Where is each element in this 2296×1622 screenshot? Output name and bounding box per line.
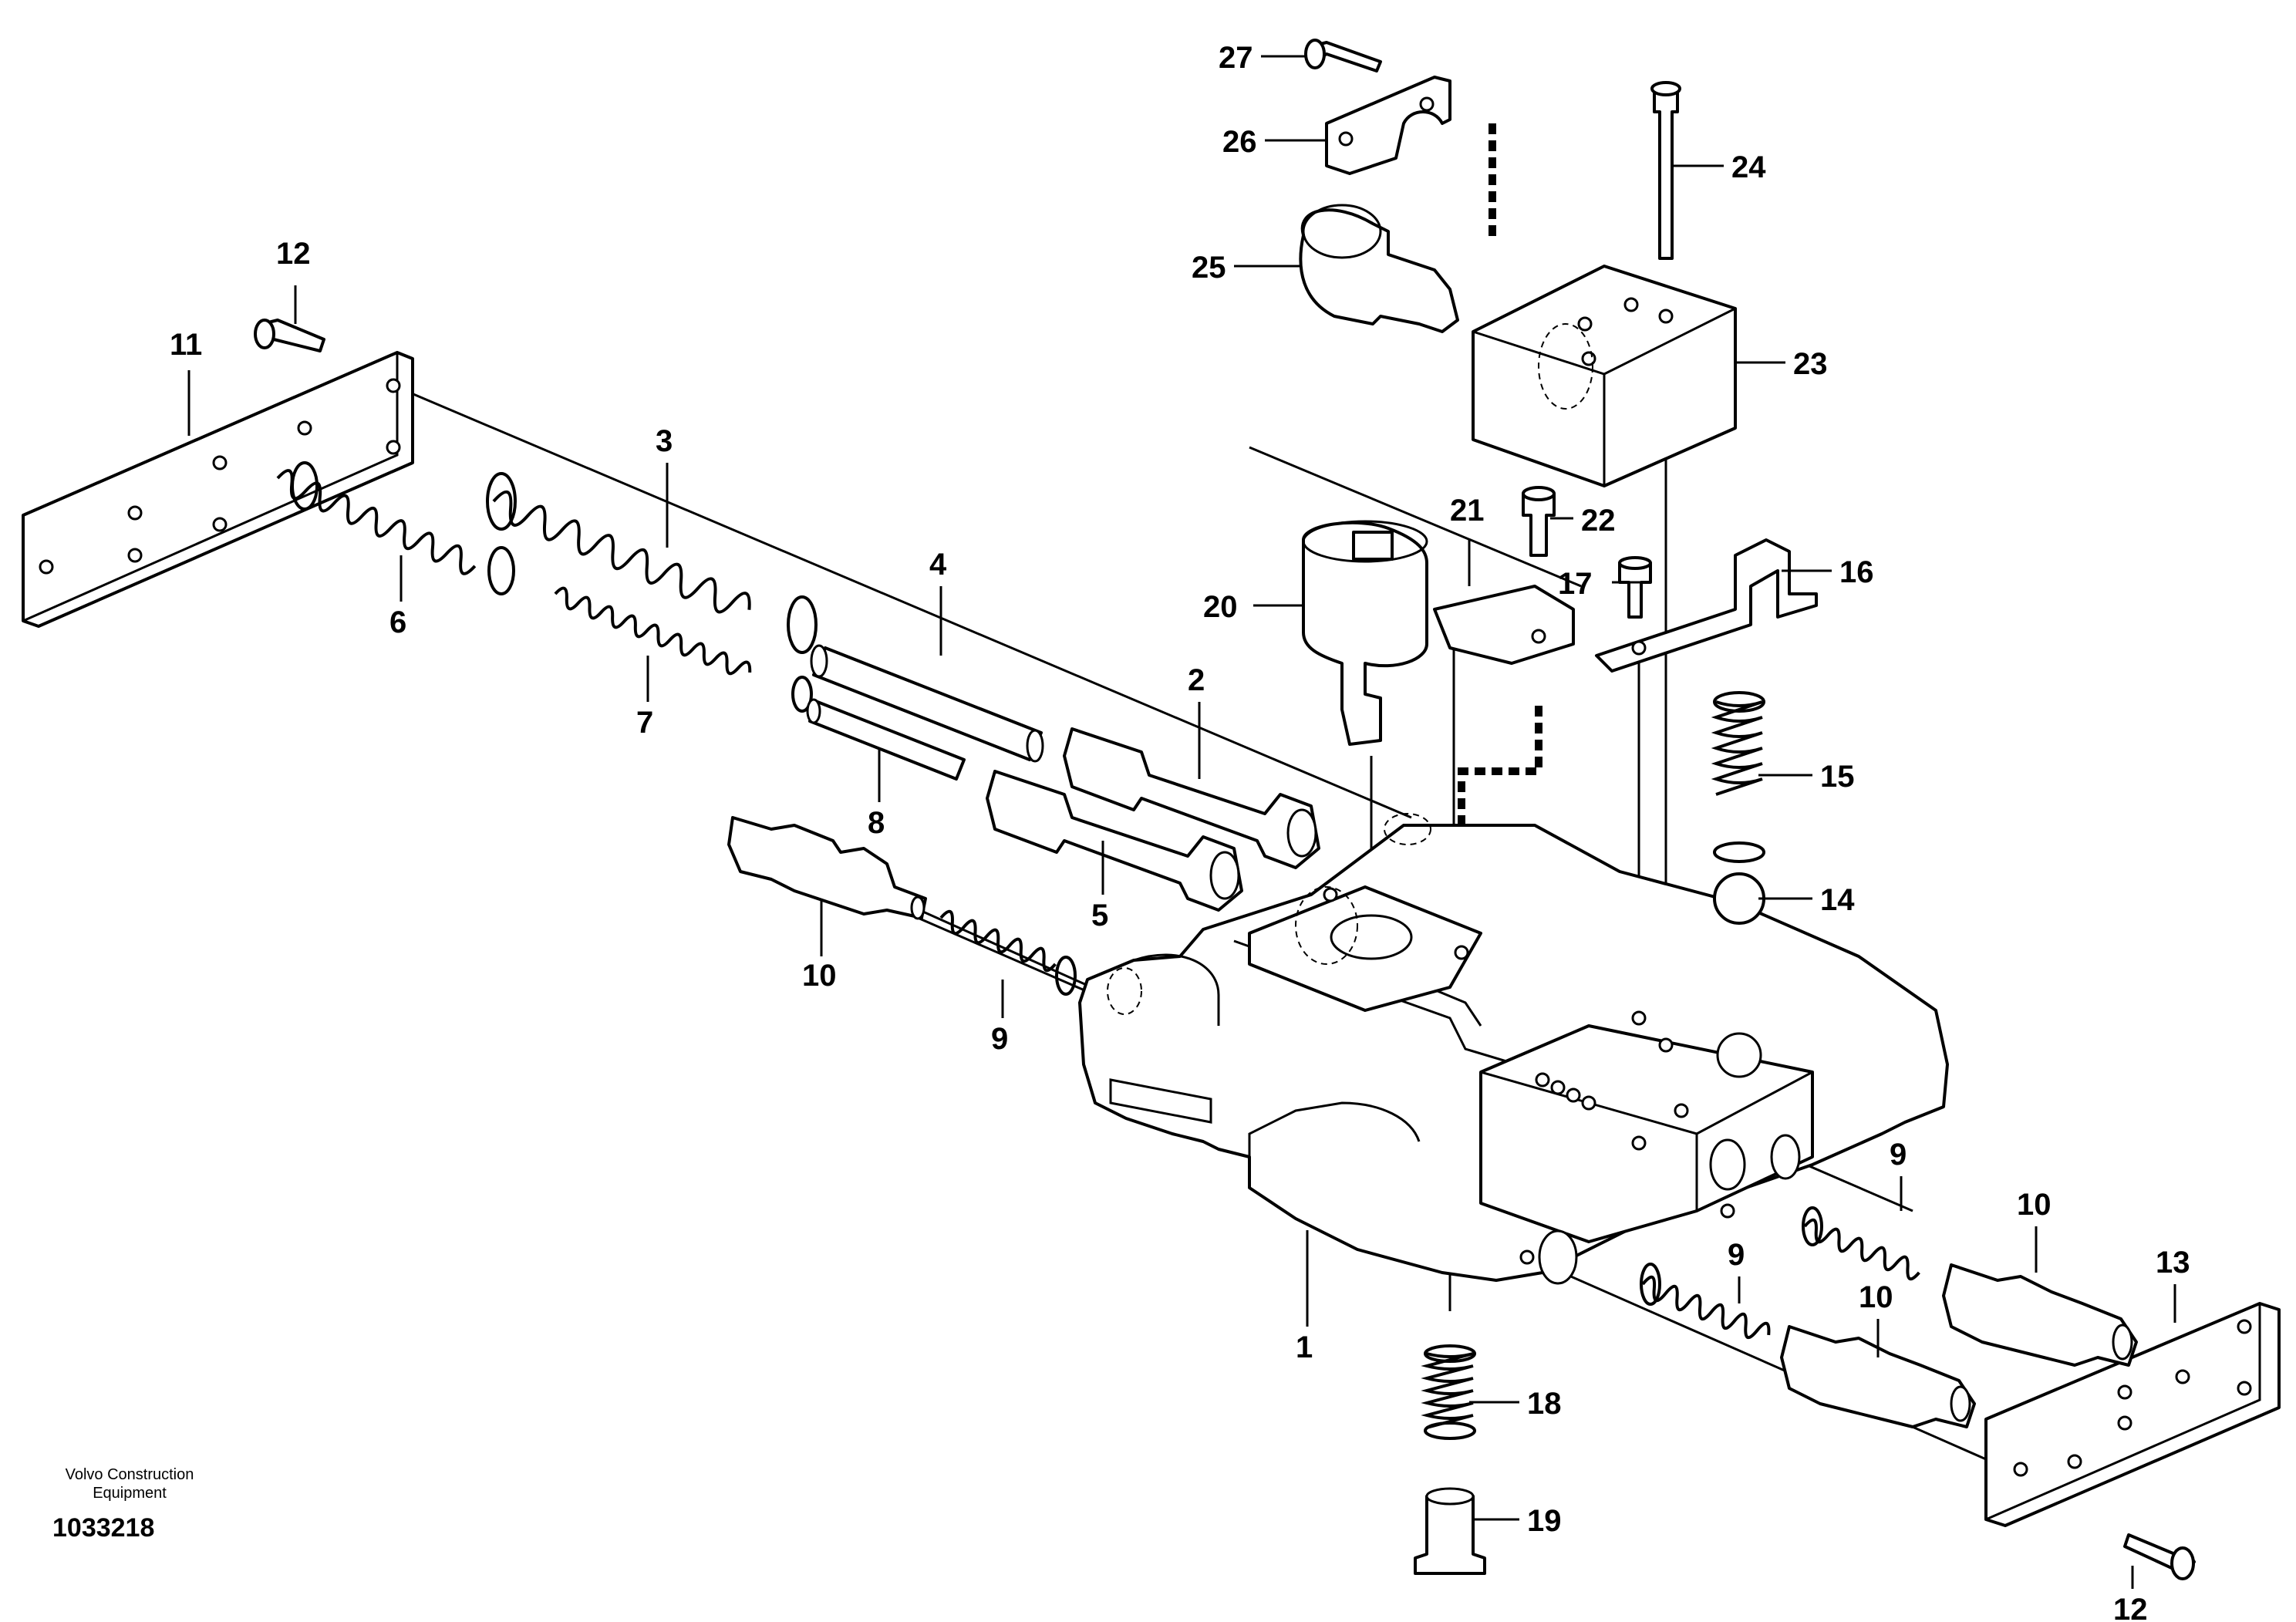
ball-14 [1713, 872, 1765, 925]
end-plate-right [1984, 1302, 2281, 1527]
sleeve-4 [810, 644, 1044, 763]
callout-6: 6 [389, 605, 406, 639]
screw-22 [1522, 486, 1556, 557]
callout-19: 19 [1527, 1504, 1562, 1538]
screw-12-right [2123, 1533, 2196, 1580]
callout-2: 2 [1188, 663, 1205, 697]
callout-8: 8 [868, 806, 885, 840]
end-plate-left [22, 351, 414, 628]
spool-2 [1063, 727, 1320, 869]
callout-4: 4 [929, 548, 947, 582]
callout-13: 13 [2156, 1246, 2190, 1280]
callout-17: 17 [1558, 567, 1593, 601]
spring-9-left [939, 909, 1077, 996]
callout-10-right-lower: 10 [1859, 1280, 1893, 1314]
callout-7: 7 [636, 706, 653, 740]
solenoid-25 [1299, 204, 1459, 333]
callout-21: 21 [1450, 494, 1485, 528]
valve-body [1078, 813, 1949, 1285]
callout-10-left: 10 [802, 959, 837, 993]
plunger-10-left [727, 816, 927, 920]
plunger-10-right-lower [1780, 1325, 1976, 1428]
callout-20: 20 [1203, 590, 1238, 624]
callout-3: 3 [656, 424, 673, 458]
callout-12-left: 12 [276, 237, 311, 271]
footer-company-line2: Equipment [93, 1485, 167, 1502]
screw-17 [1618, 556, 1652, 619]
sleeve-8 [806, 698, 966, 781]
leader-lines [187, 55, 2176, 1589]
screw-12-left [254, 319, 325, 352]
spring-9-right-upper [1802, 1206, 1920, 1281]
screw-27 [1304, 39, 1382, 73]
spring-7 [554, 586, 813, 713]
spring-6 [276, 461, 515, 595]
bracket-16 [1595, 538, 1818, 673]
callout-23: 23 [1793, 347, 1828, 381]
callout-9-right-upper: 9 [1890, 1138, 1907, 1172]
callout-1: 1 [1296, 1330, 1313, 1364]
plug-19 [1414, 1487, 1486, 1575]
callout-14: 14 [1820, 883, 1855, 917]
callout-9-right-lower: 9 [1728, 1238, 1745, 1272]
callout-24: 24 [1731, 150, 1766, 184]
callout-5: 5 [1091, 899, 1108, 932]
footer-company-line1: Volvo Construction [66, 1466, 194, 1483]
callout-18: 18 [1527, 1387, 1562, 1421]
callout-11: 11 [170, 328, 202, 362]
plate-21 [1433, 585, 1575, 665]
drawing-number: 1033218 [52, 1513, 154, 1543]
callout-labels: 12 11 3 6 4 7 8 2 5 10 9 1 9 10 9 10 13 … [170, 41, 2190, 1622]
spring-3 [486, 472, 818, 654]
callout-12-right: 12 [2113, 1593, 2148, 1622]
spring-9-right-lower [1640, 1263, 1771, 1339]
plate-26 [1325, 76, 1451, 175]
callout-25: 25 [1192, 251, 1226, 285]
callout-9-left: 9 [991, 1022, 1008, 1056]
footer: Volvo Construction Equipment 1033218 [52, 1466, 194, 1543]
callout-16: 16 [1839, 555, 1874, 589]
callout-22: 22 [1581, 504, 1616, 538]
valve-block-23 [1472, 265, 1737, 487]
spring-15 [1711, 691, 1765, 863]
spring-18 [1421, 1344, 1476, 1440]
plunger-10-right-upper [1942, 1263, 2138, 1367]
callout-26: 26 [1222, 125, 1257, 159]
callout-27: 27 [1219, 41, 1253, 75]
solenoid-20 [1302, 520, 1428, 746]
callout-15: 15 [1820, 760, 1855, 794]
spool-5 [986, 770, 1243, 912]
bolt-24 [1650, 81, 1681, 260]
callout-10-right-upper: 10 [2017, 1188, 2052, 1222]
